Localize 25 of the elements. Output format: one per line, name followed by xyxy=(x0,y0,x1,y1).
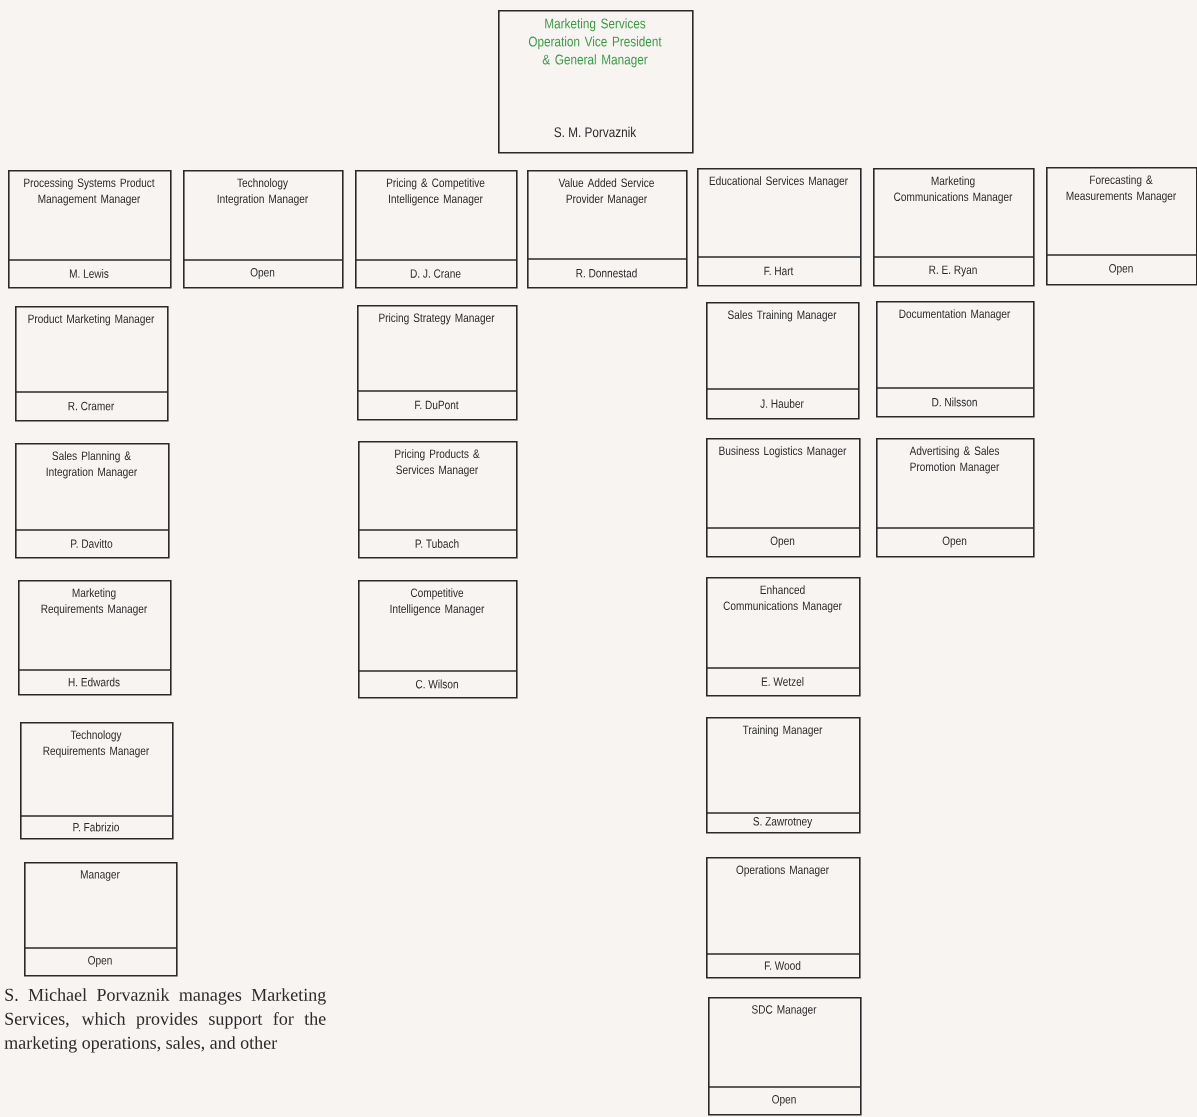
org-box: Documentation Manager D. Nilsson xyxy=(875,301,1035,418)
org-box: Processing Systems Product Management Manager M. Lewis xyxy=(7,170,172,289)
org-box: Operations Manager F. Wood xyxy=(705,857,861,979)
org-box: Educational Services Manager F. Hart xyxy=(696,168,862,287)
org-box: Pricing & Competitive Intelligence Manager D. J. Crane xyxy=(354,170,518,289)
org-box: Marketing Communications Manager R. E. Ryan xyxy=(872,168,1035,287)
org-box: Marketing Requirements Manager H. Edwards xyxy=(17,580,172,696)
org-box: Manager Open xyxy=(23,862,178,977)
org-box: Enhanced Communications Manager E. Wetzel xyxy=(705,577,861,697)
org-box: Technology Integration Manager Open xyxy=(182,170,344,289)
org-box: Competitive Intelligence Manager C. Wilson xyxy=(357,580,518,699)
org-box: Advertising & Sales Promotion Manager Open xyxy=(875,438,1035,558)
org-box: Pricing Products & Services Manager P. Tubach xyxy=(357,441,518,559)
org-box: Sales Planning & Integration Manager P. Davitto xyxy=(14,443,170,559)
org-box: Technology Requirements Manager P. Fabrizio xyxy=(19,722,174,840)
org-box: Value Added Service Provider Manager R. Donnestad xyxy=(526,170,688,289)
org-box: Training Manager S. Zawrotney xyxy=(705,717,861,834)
caption-text: S. Michael Porvaznik manages Marketing Services, which provides support for the marketing operations, sales, and other xyxy=(4,988,326,1053)
org-box: Pricing Strategy Manager F. DuPont xyxy=(356,305,518,421)
org-box: Business Logistics Manager Open xyxy=(705,438,861,558)
org-box: Product Marketing Manager R. Cramer xyxy=(14,306,169,422)
org-box: Sales Training Manager J. Hauber xyxy=(705,302,860,420)
org-box: Marketing Services Operation Vice President & General Manager S. M. Porvaznik xyxy=(498,10,694,154)
org-box: SDC Manager Open xyxy=(707,997,862,1116)
org-box: Forecasting & Measurements Manager Open xyxy=(1045,167,1197,286)
